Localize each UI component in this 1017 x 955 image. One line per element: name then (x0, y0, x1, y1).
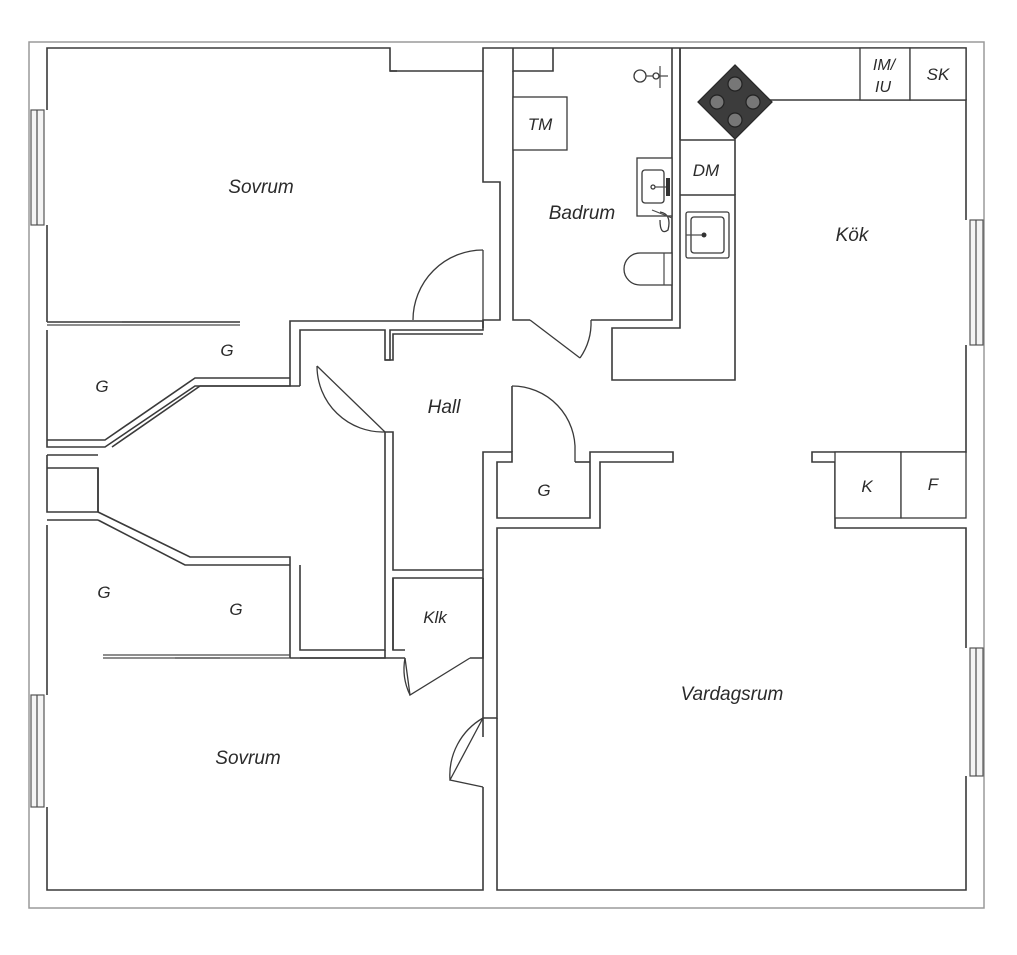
room-label-hall: Hall (428, 397, 462, 418)
appliance-label-f: F (928, 475, 940, 494)
cabinet-k (834, 451, 902, 519)
room-label-badrum: Badrum (549, 203, 616, 224)
cabinet-sk (909, 47, 967, 101)
kitchen-sink-icon (685, 211, 730, 259)
stove-icon (697, 64, 773, 140)
shower-icon (633, 66, 668, 88)
toilet-icon (623, 252, 673, 286)
storage-label-g-top-right: G (220, 341, 233, 360)
appliance-label-dm: DM (693, 161, 720, 180)
windows (30, 109, 984, 808)
room-label-klk: Klk (423, 608, 448, 627)
appliance-label-tm: TM (528, 115, 553, 134)
storage-label-g-bottom-right: G (229, 600, 242, 619)
labels: Sovrum Badrum Kök Hall Vardagsrum Sovrum… (95, 57, 950, 769)
room-label-vardagsrum: Vardagsrum (681, 684, 784, 705)
appliance-label-sk: SK (927, 65, 950, 84)
walls (46, 47, 967, 891)
storage-label-g-hall: G (537, 481, 550, 500)
room-label-sovrum-top: Sovrum (228, 177, 293, 198)
room-label-kok: Kök (836, 225, 870, 246)
kitchen-fixtures (685, 64, 773, 259)
room-label-sovrum-bottom: Sovrum (215, 748, 280, 769)
outer-boundary (28, 41, 985, 909)
cabinet-f (900, 451, 967, 519)
appliance-label-im-iu-line1: IM/ (873, 57, 897, 74)
washbasin-icon (636, 157, 673, 217)
storage-label-g-top-left: G (95, 377, 108, 396)
cabinet-im-iu (859, 47, 911, 101)
appliance-label-k: K (861, 477, 873, 496)
storage-label-g-bottom-left: G (97, 583, 110, 602)
bathroom-fixtures (512, 66, 673, 286)
mixer-icon (651, 209, 673, 233)
tm-appliance (512, 96, 568, 151)
appliance-label-im-iu-line2: IU (875, 79, 891, 96)
doors (316, 249, 592, 788)
